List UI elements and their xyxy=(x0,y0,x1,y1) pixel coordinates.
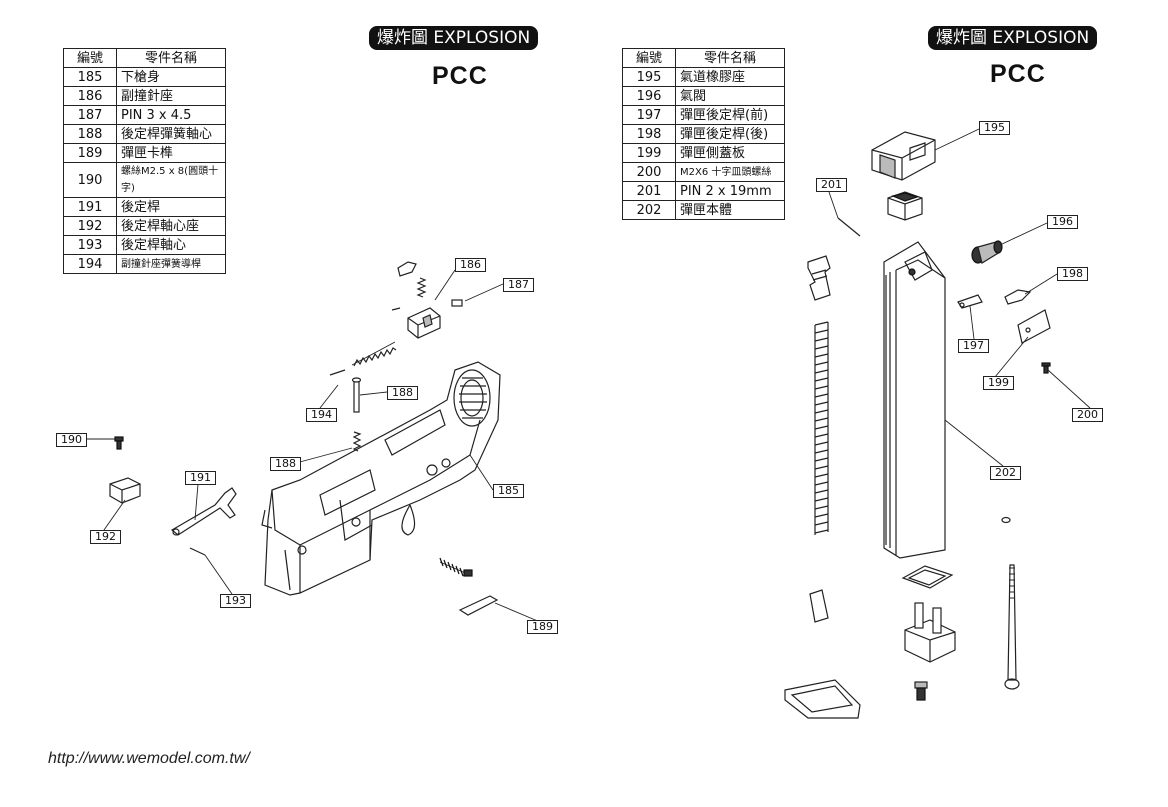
rubber-block-drawing xyxy=(887,191,923,221)
part-198-drawing xyxy=(1004,289,1032,305)
part-194-guide-drawing xyxy=(329,369,346,376)
magazine-spring-drawing xyxy=(814,321,829,535)
part-name: 副撞針座 xyxy=(116,86,226,106)
callout-198: 198 xyxy=(1057,267,1088,281)
washer-drawing xyxy=(1001,516,1011,524)
small-bolt-drawing xyxy=(914,681,928,701)
part-name: 彈匣本體 xyxy=(675,200,785,220)
left-explosion-banner: 爆炸圖 EXPLOSION xyxy=(369,26,539,50)
leader-lines xyxy=(86,128,1091,623)
callout-197: 197 xyxy=(958,339,989,353)
small-pin-drawing xyxy=(391,307,401,311)
part-number: 199 xyxy=(622,143,676,163)
base-plate-drawing xyxy=(784,679,861,719)
part-name: 彈匣後定桿(後) xyxy=(675,124,785,144)
callout-200: 200 xyxy=(1072,408,1103,422)
callout-192: 192 xyxy=(90,530,121,544)
part-187-drawing xyxy=(451,299,463,307)
part-name: 下槍身 xyxy=(116,67,226,87)
part-188-spring-drawing xyxy=(352,431,362,452)
callout-187: 187 xyxy=(503,278,534,292)
callout-188-upper: 188 xyxy=(387,386,418,400)
part-195-drawing xyxy=(871,131,936,181)
part-186-spring-drawing xyxy=(416,277,427,298)
callout-190: 190 xyxy=(56,433,87,447)
part-190-screw-drawing xyxy=(114,436,124,450)
part-193-drawing xyxy=(189,547,206,556)
part-188-pin-drawing xyxy=(351,377,362,413)
side-clip-drawing xyxy=(809,589,829,623)
callout-186: 186 xyxy=(455,258,486,272)
part-189-drawing xyxy=(439,557,499,616)
part-name: 後定桿 xyxy=(116,197,226,217)
part-name: 後定桿軸心座 xyxy=(116,216,226,236)
part-202-magazine-body-drawing xyxy=(883,241,946,559)
callout-195: 195 xyxy=(979,121,1010,135)
lower-receiver-185-drawing xyxy=(261,361,501,596)
part-191-drawing xyxy=(170,487,237,536)
small-cap-drawing xyxy=(397,261,417,277)
base-block-drawing xyxy=(904,602,956,663)
right-explosion-banner: 爆炸圖 EXPLOSION xyxy=(928,26,1098,50)
part-194-spring-drawing xyxy=(351,341,397,367)
part-197-drawing xyxy=(957,294,983,309)
part-name: 彈匣後定桿(前) xyxy=(675,105,785,125)
callout-194: 194 xyxy=(306,408,337,422)
follower-drawing xyxy=(807,255,831,301)
part-name: 副撞針座彈簧導桿 xyxy=(116,254,226,274)
callout-189: 189 xyxy=(527,620,558,634)
part-186-drawing xyxy=(407,307,441,339)
part-number: 202 xyxy=(622,200,676,220)
right-brand-logo: PCC xyxy=(990,60,1046,88)
column-header-name: 零件名稱 xyxy=(675,48,785,68)
part-200-screw-drawing xyxy=(1041,362,1051,374)
callout-201: 201 xyxy=(816,178,847,192)
part-name: 後定桿軸心 xyxy=(116,235,226,255)
part-name: PIN 2 x 19mm xyxy=(675,181,785,201)
part-name: 螺絲M2.5 x 8(圓頭十字) xyxy=(116,162,226,198)
callout-188-lower: 188 xyxy=(270,457,301,471)
left-brand-logo: PCC xyxy=(432,62,488,90)
part-199-drawing xyxy=(1017,309,1051,344)
callout-193: 193 xyxy=(220,594,251,608)
table-header-row: 編號 零件名稱 xyxy=(63,48,226,68)
callout-191: 191 xyxy=(185,471,216,485)
part-201-pin-drawing xyxy=(837,217,861,237)
callout-185: 185 xyxy=(493,484,524,498)
long-rod-drawing xyxy=(1004,564,1020,690)
square-gasket-drawing xyxy=(901,565,954,589)
part-196-valve-drawing xyxy=(971,240,1003,264)
part-number: 189 xyxy=(63,143,117,163)
callout-196: 196 xyxy=(1047,215,1078,229)
part-192-drawing xyxy=(109,477,141,504)
footer-url: http://www.wemodel.com.tw/ xyxy=(48,750,250,767)
callout-202: 202 xyxy=(990,466,1021,480)
part-number: 191 xyxy=(63,197,117,217)
callout-199: 199 xyxy=(983,376,1014,390)
part-number: 193 xyxy=(63,235,117,255)
